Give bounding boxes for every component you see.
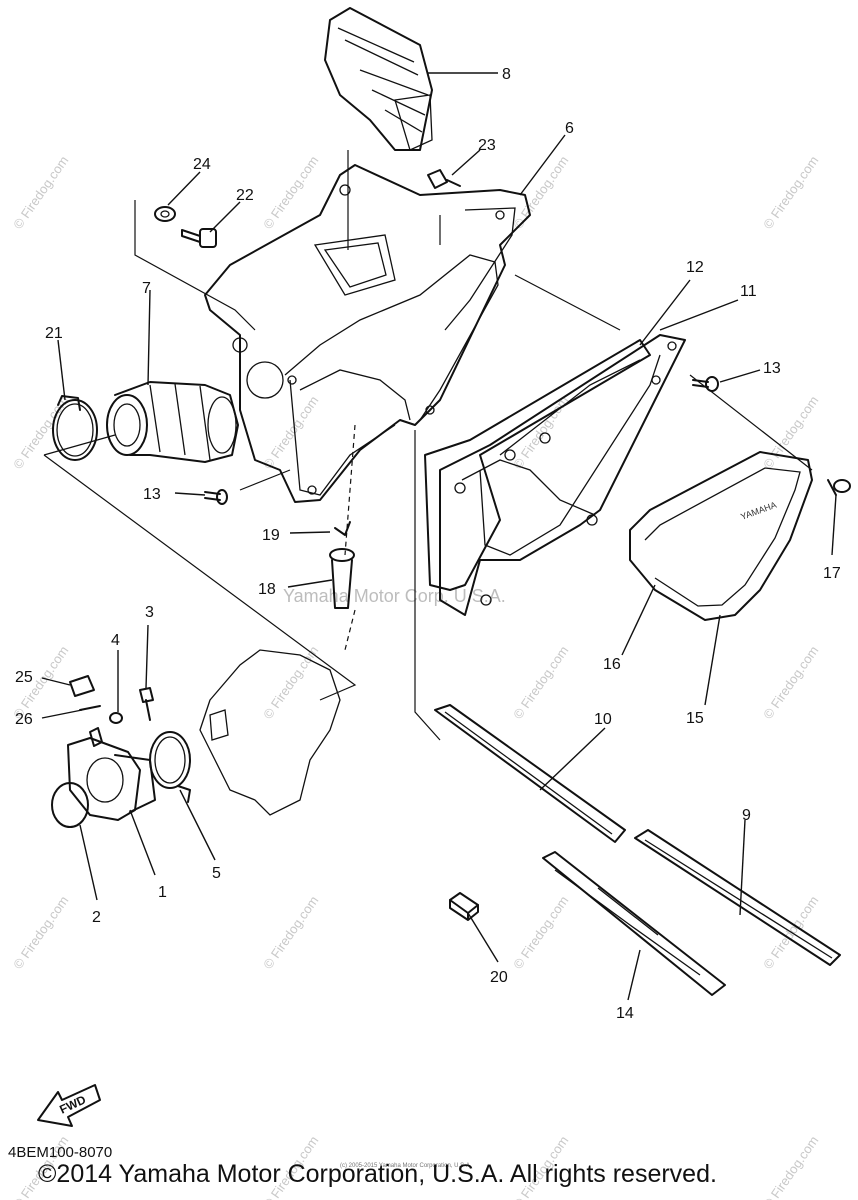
fwd-arrow-icon: FWD bbox=[37, 1084, 101, 1127]
part-side-cover: YAMAHA bbox=[629, 451, 813, 621]
callout-labels: 1 2 3 4 5 6 7 8 9 10 11 12 13 13 14 15 1… bbox=[15, 66, 841, 1022]
watermark-text: © Firedog.com bbox=[510, 643, 571, 722]
callout-21: 21 bbox=[45, 325, 63, 342]
callout-4: 4 bbox=[111, 632, 120, 649]
watermark-text: © Firedog.com bbox=[260, 643, 321, 722]
tiny-credit-text: (c) 2005-2015 Yamaha Motor Corporation, … bbox=[340, 1163, 472, 1169]
callout-10: 10 bbox=[594, 711, 612, 728]
cover-brand-text: YAMAHA bbox=[739, 500, 778, 522]
callout-5: 5 bbox=[212, 865, 221, 882]
watermark-text: © Firedog.com bbox=[10, 153, 71, 232]
copyright-notice: ©2014 Yamaha Motor Corporation, U.S.A. A… bbox=[38, 1160, 717, 1188]
callout-22: 22 bbox=[236, 187, 254, 204]
callout-26: 26 bbox=[15, 711, 33, 728]
callout-12: 12 bbox=[686, 259, 704, 276]
callout-17: 17 bbox=[823, 565, 841, 582]
watermark-layer: © Firedog.com © Firedog.com © Firedog.com ©… bbox=[10, 153, 821, 1200]
part-hose-clamp-21 bbox=[52, 395, 98, 461]
part-gasket-frame bbox=[424, 334, 686, 616]
callout-1: 1 bbox=[158, 884, 167, 901]
callout-2: 2 bbox=[92, 909, 101, 926]
watermark-text: © Firedog.com bbox=[510, 153, 571, 232]
watermark-text: © Firedog.com bbox=[260, 893, 321, 972]
part-fasteners bbox=[154, 169, 851, 505]
callout-20: 20 bbox=[490, 969, 508, 986]
callout-7: 7 bbox=[142, 280, 151, 297]
callout-13-right: 13 bbox=[763, 360, 781, 377]
watermark-text: © Firedog.com bbox=[760, 153, 821, 232]
callout-16: 16 bbox=[603, 656, 621, 673]
callout-8: 8 bbox=[502, 66, 511, 83]
callout-18: 18 bbox=[258, 581, 276, 598]
callout-15: 15 bbox=[686, 710, 704, 727]
part-carburetor-joint bbox=[51, 649, 341, 828]
callout-13-left: 13 bbox=[143, 486, 161, 503]
callout-19: 19 bbox=[262, 527, 280, 544]
diagram-code: 4BEM100-8070 bbox=[8, 1144, 113, 1161]
fwd-label: FWD bbox=[57, 1092, 88, 1116]
part-air-box-case bbox=[204, 164, 531, 503]
callout-25: 25 bbox=[15, 669, 33, 686]
watermark-text: © Firedog.com bbox=[760, 1133, 821, 1200]
watermark-text: © Firedog.com bbox=[510, 893, 571, 972]
part-air-filter bbox=[434, 704, 841, 996]
callout-3: 3 bbox=[145, 604, 154, 621]
center-watermark: Yamaha Motor Corp. U.S.A. bbox=[283, 586, 506, 606]
watermark-text: © Firedog.com bbox=[760, 643, 821, 722]
callout-11: 11 bbox=[740, 283, 757, 300]
callout-6: 6 bbox=[565, 120, 574, 137]
callout-9: 9 bbox=[742, 807, 751, 824]
watermark-text: © Firedog.com bbox=[760, 393, 821, 472]
callout-23: 23 bbox=[478, 137, 496, 154]
part-air-duct bbox=[324, 7, 433, 151]
reference-lines bbox=[43, 150, 813, 741]
leader-lines bbox=[41, 72, 837, 1001]
callout-24: 24 bbox=[193, 156, 211, 173]
part-intake-boot bbox=[106, 381, 239, 463]
part-drain-tube bbox=[329, 521, 355, 609]
callout-14: 14 bbox=[616, 1005, 634, 1022]
watermark-text: © Firedog.com bbox=[10, 893, 71, 972]
part-foam-block bbox=[449, 892, 479, 921]
watermark-text: © Firedog.com bbox=[260, 393, 321, 472]
